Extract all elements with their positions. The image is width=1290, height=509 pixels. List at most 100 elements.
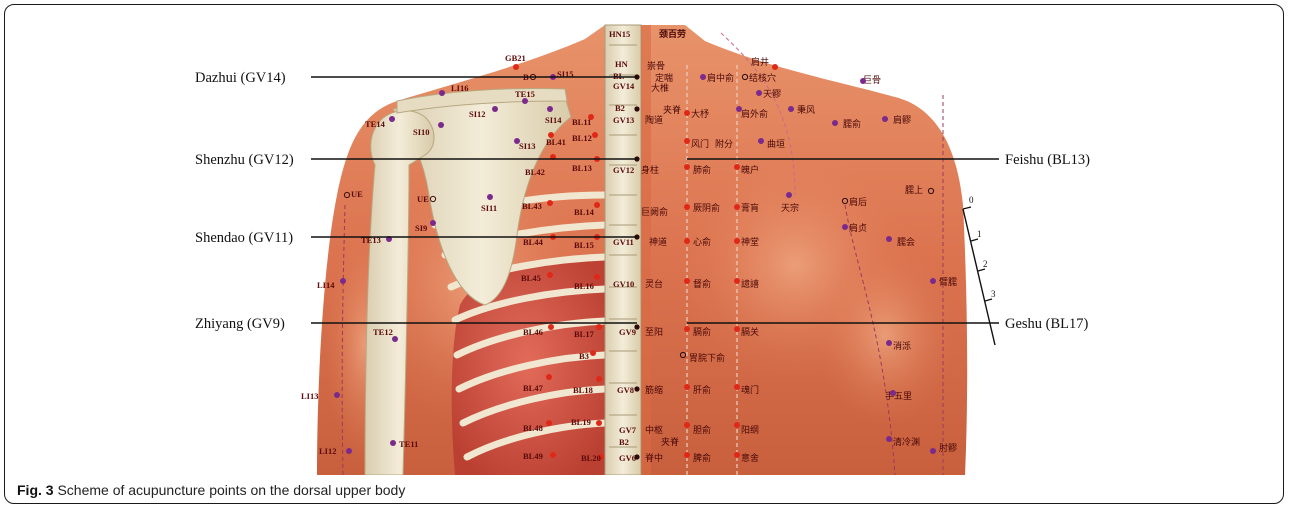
- point-purple: [860, 78, 866, 84]
- spine-label: GV8: [617, 385, 634, 395]
- point-si10: [438, 122, 444, 128]
- point-label: SI13: [519, 141, 536, 151]
- cn-label: 臑俞: [843, 118, 861, 130]
- point-purple: [886, 236, 892, 242]
- spine-point: [634, 454, 639, 459]
- point-li16: [439, 90, 445, 96]
- cn-label: 肩髎: [893, 114, 911, 126]
- point-purple: [788, 106, 794, 112]
- cn-label: 肺俞: [693, 164, 711, 176]
- spine-label: GV7: [619, 425, 637, 435]
- scale-tick-2: 2: [983, 259, 988, 269]
- point-label: LI14: [317, 280, 335, 290]
- point-label: BL45: [521, 273, 541, 283]
- cn-label: 天髎: [763, 89, 781, 100]
- point-si11: [487, 194, 493, 200]
- point-red: [734, 326, 740, 332]
- point-bl16: [594, 274, 600, 280]
- cn-label: 夹脊: [661, 436, 679, 448]
- point-label: BL42: [525, 167, 545, 177]
- spine-label: B2: [619, 437, 629, 447]
- cn-label: 肘髎: [939, 443, 957, 454]
- spine-label: HN15: [609, 29, 630, 39]
- point-purple: [786, 192, 792, 198]
- spine-label: BL: [613, 71, 625, 81]
- point-label: TE11: [399, 439, 418, 449]
- cn-label: 定喘: [655, 72, 673, 84]
- caption-label: Fig. 3: [17, 482, 54, 498]
- point-si14: [547, 106, 553, 112]
- spine-label: GV6: [619, 453, 636, 463]
- acupuncture-illustration: GB21 B SI15 LI16 TE15 SI12 SI14 TE14 SI1…: [5, 5, 1284, 475]
- cn-label: 手五里: [885, 390, 912, 402]
- cn-label: 大椎: [651, 82, 669, 94]
- cn-label: 巨阙俞: [641, 206, 668, 218]
- cn-label: 督俞: [693, 278, 711, 290]
- point-label: TE14: [365, 119, 386, 129]
- point-label: UE: [351, 189, 363, 199]
- point-label: BL16: [574, 281, 594, 291]
- point-label: BL13: [572, 163, 592, 173]
- spine-label: GV10: [613, 279, 634, 289]
- cn-label: 胆俞: [693, 424, 711, 436]
- point-label: LI12: [319, 446, 336, 456]
- point-label: UE: [417, 194, 429, 204]
- point-label: BL19: [571, 417, 591, 427]
- point-red: [684, 238, 690, 244]
- callout-shendao: Shendao (GV11): [195, 230, 293, 246]
- point-label: BL44: [523, 237, 544, 247]
- point-bl14: [594, 202, 600, 208]
- scale-tick-0: 0: [969, 195, 974, 205]
- point-red: [684, 422, 690, 428]
- point-bl48: [546, 420, 552, 426]
- cn-label: 神道: [649, 236, 667, 248]
- cn-label: 膏肓: [741, 202, 759, 214]
- point-te14: [389, 116, 395, 122]
- point-red: [684, 326, 690, 332]
- spine-label: GV11: [613, 237, 634, 247]
- point-bl18: [596, 376, 602, 382]
- cn-label: 脊中: [645, 452, 663, 464]
- cn-label: 风门: [691, 138, 709, 150]
- point-label: BL41: [546, 137, 566, 147]
- point-red: [734, 204, 740, 210]
- cn-label: 譩譆: [741, 278, 759, 290]
- figure-caption: Fig. 3 Scheme of acupuncture points on t…: [17, 482, 405, 498]
- cn-label: 胃脘下俞: [689, 352, 725, 364]
- point-purple: [842, 224, 848, 230]
- point-label: SI10: [413, 127, 430, 137]
- point-bl49: [550, 452, 556, 458]
- cn-label: 结核穴: [749, 72, 776, 84]
- point-label: BL18: [573, 385, 593, 395]
- cn-label: 筋缩: [645, 384, 663, 396]
- scale-tick-1: 1: [977, 229, 982, 239]
- cn-label: 肩贞: [849, 222, 867, 234]
- caption-text: Scheme of acupuncture points on the dors…: [57, 482, 405, 498]
- cn-label: 颈百劳: [659, 28, 686, 40]
- spine-label: GV12: [613, 165, 634, 175]
- point-li12: [346, 448, 352, 454]
- point-label: BL47: [523, 383, 544, 393]
- cn-label: 至阳: [645, 327, 663, 338]
- cn-label: 魄户: [741, 164, 759, 176]
- point-li13: [334, 392, 340, 398]
- point-te11: [390, 440, 396, 446]
- cn-label: 曲垣: [767, 139, 785, 150]
- spine-point: [634, 106, 639, 111]
- point-red: [684, 204, 690, 210]
- point-label: BL17: [574, 329, 595, 339]
- point-purple: [930, 278, 936, 284]
- point-red: [734, 422, 740, 428]
- callout-zhiyang: Zhiyang (GV9): [195, 316, 285, 332]
- cn-label: 天宗: [781, 202, 799, 214]
- cn-label: 肩井: [751, 56, 769, 68]
- point-red: [684, 452, 690, 458]
- cn-label: 崇骨: [647, 61, 665, 72]
- cn-label: 肩后: [849, 196, 867, 208]
- point-purple: [736, 106, 742, 112]
- cn-label: 意舍: [741, 452, 759, 464]
- spine-point: [634, 324, 639, 329]
- point-si9: [430, 220, 436, 226]
- cn-label: 秉风: [797, 104, 815, 116]
- point-red: [772, 64, 778, 70]
